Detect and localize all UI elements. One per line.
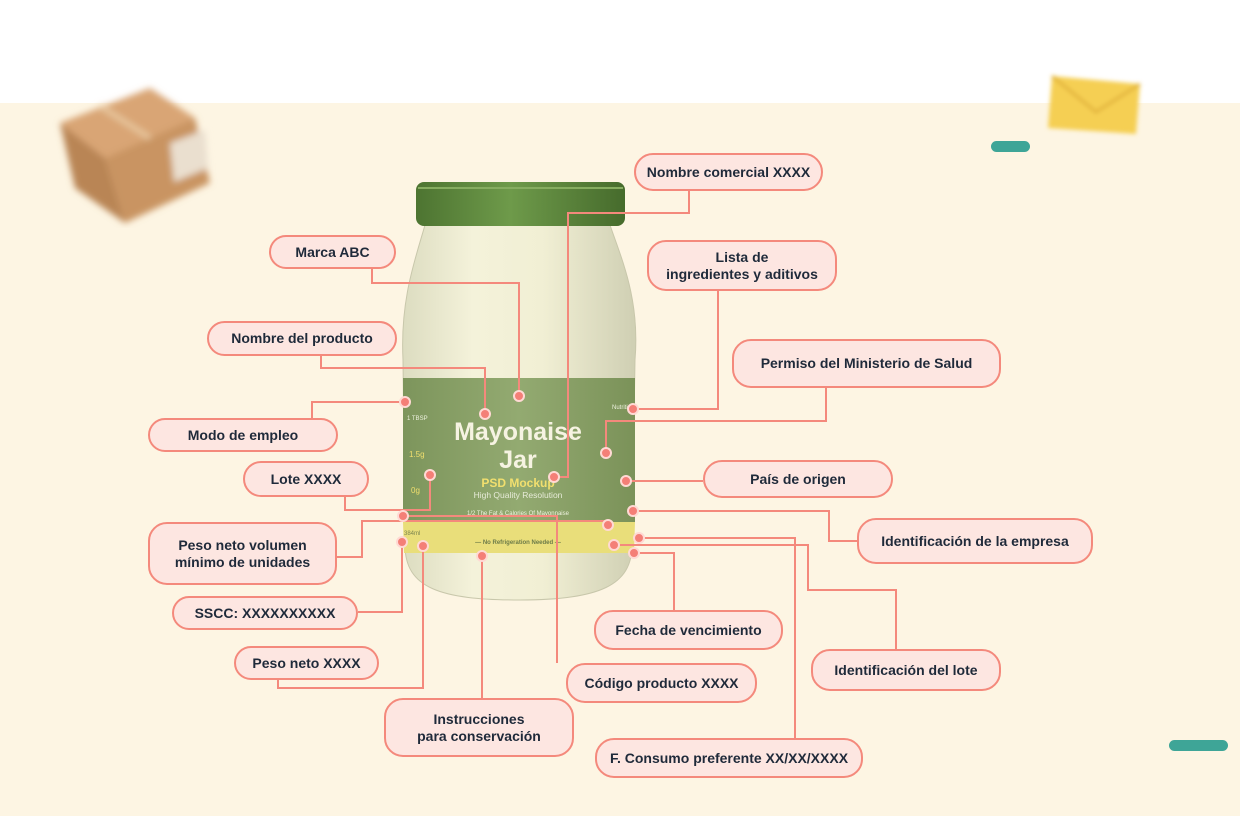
jar-side-cal: 0g [411,486,420,495]
leader-line-fecha-vencimiento [634,552,675,610]
jar-side-tbsp: 1 TBSP [407,416,428,422]
callout-nombre-comercial: Nombre comercial XXXX [634,153,823,191]
leader-line-sscc [358,542,403,613]
marker-dot-lista-ingredientes [627,403,639,415]
marker-dot-sscc [396,536,408,548]
leader-line-peso-neto [277,546,424,689]
callout-fecha-vencimiento: Fecha de vencimiento [594,610,783,650]
marker-dot-marca [513,390,525,402]
leader-line-peso-neto-volumen [337,520,609,558]
mayonnaise-jar: Mayonaise Jar PSD Mockup High Quality Re… [402,182,637,601]
marker-dot-modo-empleo [399,396,411,408]
leader-line-consumo-preferente [639,537,796,738]
package-box-icon [60,88,210,223]
marker-dot-peso-neto-volumen [602,519,614,531]
jar-lid [416,182,625,226]
leader-line-lote [344,475,431,511]
jar-label [403,378,635,553]
leader-line-codigo-producto [403,515,558,663]
callout-peso-neto: Peso neto XXXX [234,646,379,680]
leader-line-identificacion-lote [614,544,897,649]
callout-consumo-preferente: F. Consumo preferente XX/XX/XXXX [595,738,863,778]
callout-lista-ingredientes: Lista de ingredientes y aditivos [647,240,837,291]
leader-line-permiso-ministerio [605,388,827,453]
callout-pais-origen: País de origen [703,460,893,498]
marker-dot-codigo-producto [397,510,409,522]
jar-band-text: — No Refrigeration Needed — [475,540,561,546]
marker-dot-permiso-ministerio [600,447,612,459]
teal-accent-bar-top [991,141,1030,152]
callout-identificacion-lote: Identificación del lote [811,649,1001,691]
teal-accent-bar-bottom [1169,740,1228,751]
leader-line-nombre-comercial [554,191,690,478]
marker-dot-lote [424,469,436,481]
envelope-icon [1048,74,1141,134]
callout-lote: Lote XXXX [243,461,369,497]
jar-side-volume: 384ml [404,531,420,537]
callout-marca: Marca ABC [269,235,396,269]
leader-line-nombre-producto [320,356,486,414]
callout-modo-empleo: Modo de empleo [148,418,338,452]
jar-brand-line1: Mayonaise [454,418,582,446]
jar-side-fat: 1.5g [409,450,425,459]
leader-line-lista-ingredientes [633,291,719,410]
marker-dot-fecha-vencimiento [628,547,640,559]
callout-peso-neto-volumen: Peso neto volumen mínimo de unidades [148,522,337,585]
leader-line-modo-empleo [311,401,405,418]
marker-dot-consumo-preferente [633,532,645,544]
leader-line-identificacion-empresa [633,510,857,542]
jar-subline: High Quality Resolution [474,490,563,500]
marker-dot-identificacion-empresa [627,505,639,517]
jar-side-nutrition: Nutrition [612,405,634,411]
callout-codigo-producto: Código producto XXXX [566,663,757,703]
callout-permiso-ministerio: Permiso del Ministerio de Salud [732,339,1001,388]
marker-dot-pais-origen [620,475,632,487]
marker-dot-peso-neto [417,540,429,552]
marker-dot-instrucciones [476,550,488,562]
callout-nombre-producto: Nombre del producto [207,321,397,356]
marker-dot-nombre-comercial [548,471,560,483]
callout-sscc: SSCC: XXXXXXXXXX [172,596,358,630]
jar-subtitle: PSD Mockup [481,476,554,490]
marker-dot-nombre-producto [479,408,491,420]
callout-identificacion-empresa: Identificación de la empresa [857,518,1093,564]
jar-tagline: 1/2 The Fat & Calories Of Mayonnaise [467,511,570,517]
callout-instrucciones: Instrucciones para conservación [384,698,574,757]
leader-line-marca [371,269,520,396]
jar-brand-line2: Jar [499,446,537,474]
marker-dot-identificacion-lote [608,539,620,551]
